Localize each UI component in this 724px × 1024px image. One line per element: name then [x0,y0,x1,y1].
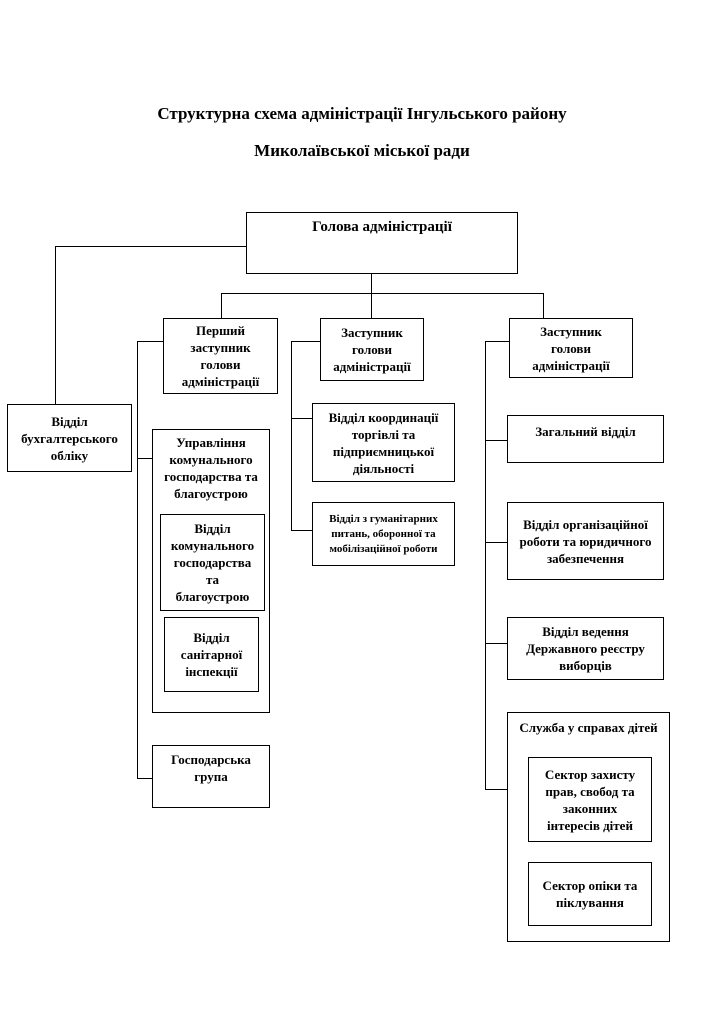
first-deputy-box: Перший заступник голови адміністрації [163,318,278,394]
voter-registry-box: Відділ ведення Державного реєстру виборц… [507,617,664,680]
maintenance-group-box: Господарська група [152,745,270,808]
trade-coordination-box: Відділ координації торгівлі та підприємн… [312,403,455,482]
accounting-box: Відділ бухгалтерського обліку [7,404,132,472]
guardianship-sector-box: Сектор опіки та піклування [528,862,652,926]
diagram-title-line-1: Структурна схема адміністрації Інгульськ… [157,104,567,123]
deputy-middle-box: Заступник голови адміністрації [320,318,424,381]
diagram-title-line-2: Миколаївської міської ради [254,141,470,160]
general-department-box: Загальний відділ [507,415,664,463]
head-box: Голова адміністрації [246,212,518,274]
organizational-legal-box: Відділ організаційної роботи та юридично… [507,502,664,580]
sanitary-inspection-box: Відділ санітарної інспекції [164,617,259,692]
humanitarian-defense-box: Відділ з гуманітарних питань, оборонної … [312,502,455,566]
utilities-department-box: Відділ комунального господарства та благ… [160,514,265,611]
deputy-right-box: Заступник голови адміністрації [509,318,633,378]
children-rights-sector-box: Сектор захисту прав, свобод та законних … [528,757,652,842]
